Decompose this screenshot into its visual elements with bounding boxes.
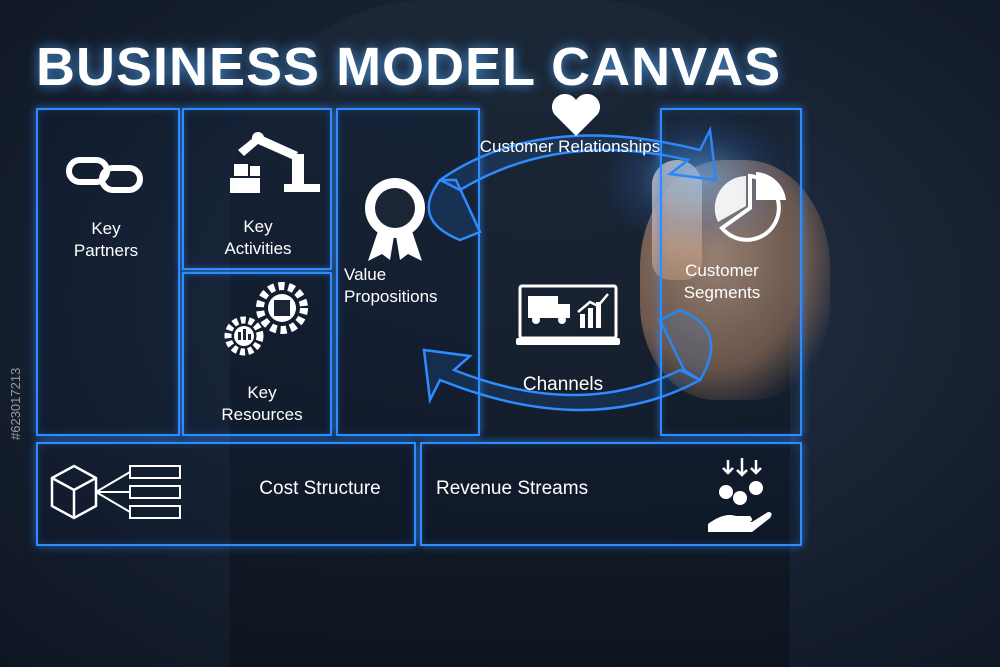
customer-relationships-label: Customer Relationships	[479, 137, 661, 156]
laptop-truck-icon	[516, 284, 620, 345]
channels-label: Channels	[522, 374, 604, 395]
heart-icon	[551, 93, 601, 136]
value-propositions-block[interactable]	[336, 108, 480, 436]
key-partners-block[interactable]	[36, 108, 180, 436]
customer-segments-block[interactable]	[660, 108, 802, 436]
page-title: BUSINESS MODEL CANVAS	[36, 37, 782, 97]
money-hand-icon	[708, 458, 772, 532]
revenue-streams-label: Revenue Streams	[436, 478, 589, 499]
key-partners-label: Key Partners	[73, 219, 139, 260]
key-activities-label: Key Activities	[224, 217, 292, 258]
stock-id-watermark: #623017213	[8, 367, 23, 440]
relationship-cycle-arrows	[422, 125, 718, 412]
gears-icon	[224, 282, 308, 356]
value-propositions-label: Value Propositions	[344, 265, 438, 306]
customer-segments-label: Customer Segments	[683, 261, 761, 302]
key-resources-block[interactable]	[182, 272, 332, 436]
cost-structure-label: Cost Structure	[259, 478, 381, 499]
award-ribbon-icon	[365, 178, 425, 261]
robot-arm-icon	[230, 132, 320, 193]
cube-hierarchy-icon	[50, 464, 181, 520]
key-resources-label: Key Resources	[221, 383, 303, 424]
link-icon	[66, 157, 143, 193]
pie-chart-icon	[714, 172, 786, 242]
